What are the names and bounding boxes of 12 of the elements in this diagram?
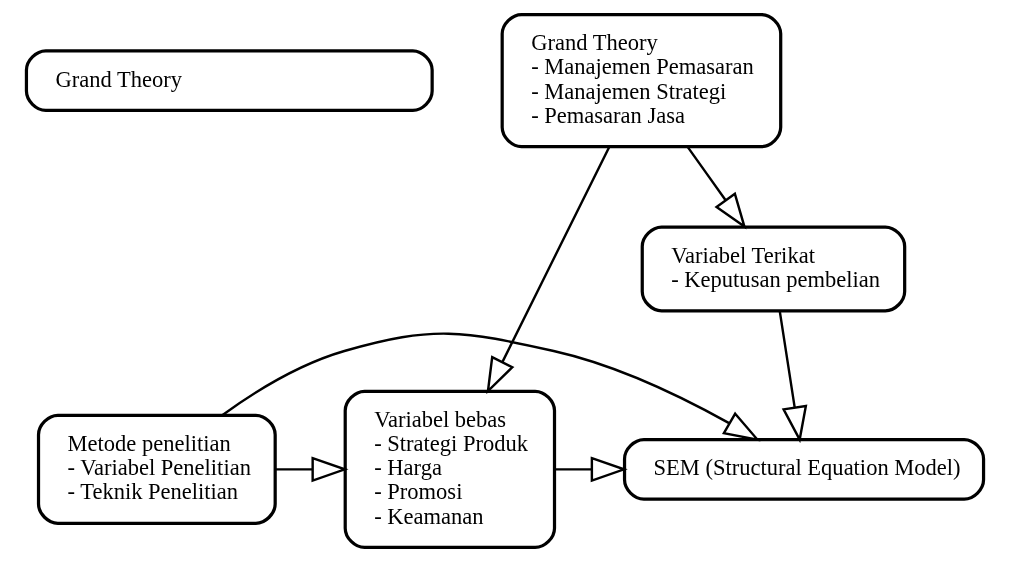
arrow — [778, 310, 807, 444]
arrow — [554, 456, 628, 483]
arrow — [274, 456, 348, 483]
node-box: Grand Theory — [24, 49, 434, 112]
node-box: SEM (Structural Equation Model) — [622, 437, 985, 501]
node-box: Grand Theory - Manajemen Pemasaran - Manajemen Strategi - Pemasaran Jasa — [500, 12, 782, 149]
node-box: Variabel Terikat - Keputusan pembelian — [640, 225, 906, 313]
arrow — [686, 146, 747, 230]
node-box: Metode penelitian - Variabel Penelitian - Teknik Penelitian — [36, 413, 277, 525]
arrow — [221, 332, 761, 442]
node-box: Variabel bebas - Strategi Produk - Harga - Promosi - Keamanan — [343, 389, 556, 550]
arrow — [485, 146, 610, 395]
